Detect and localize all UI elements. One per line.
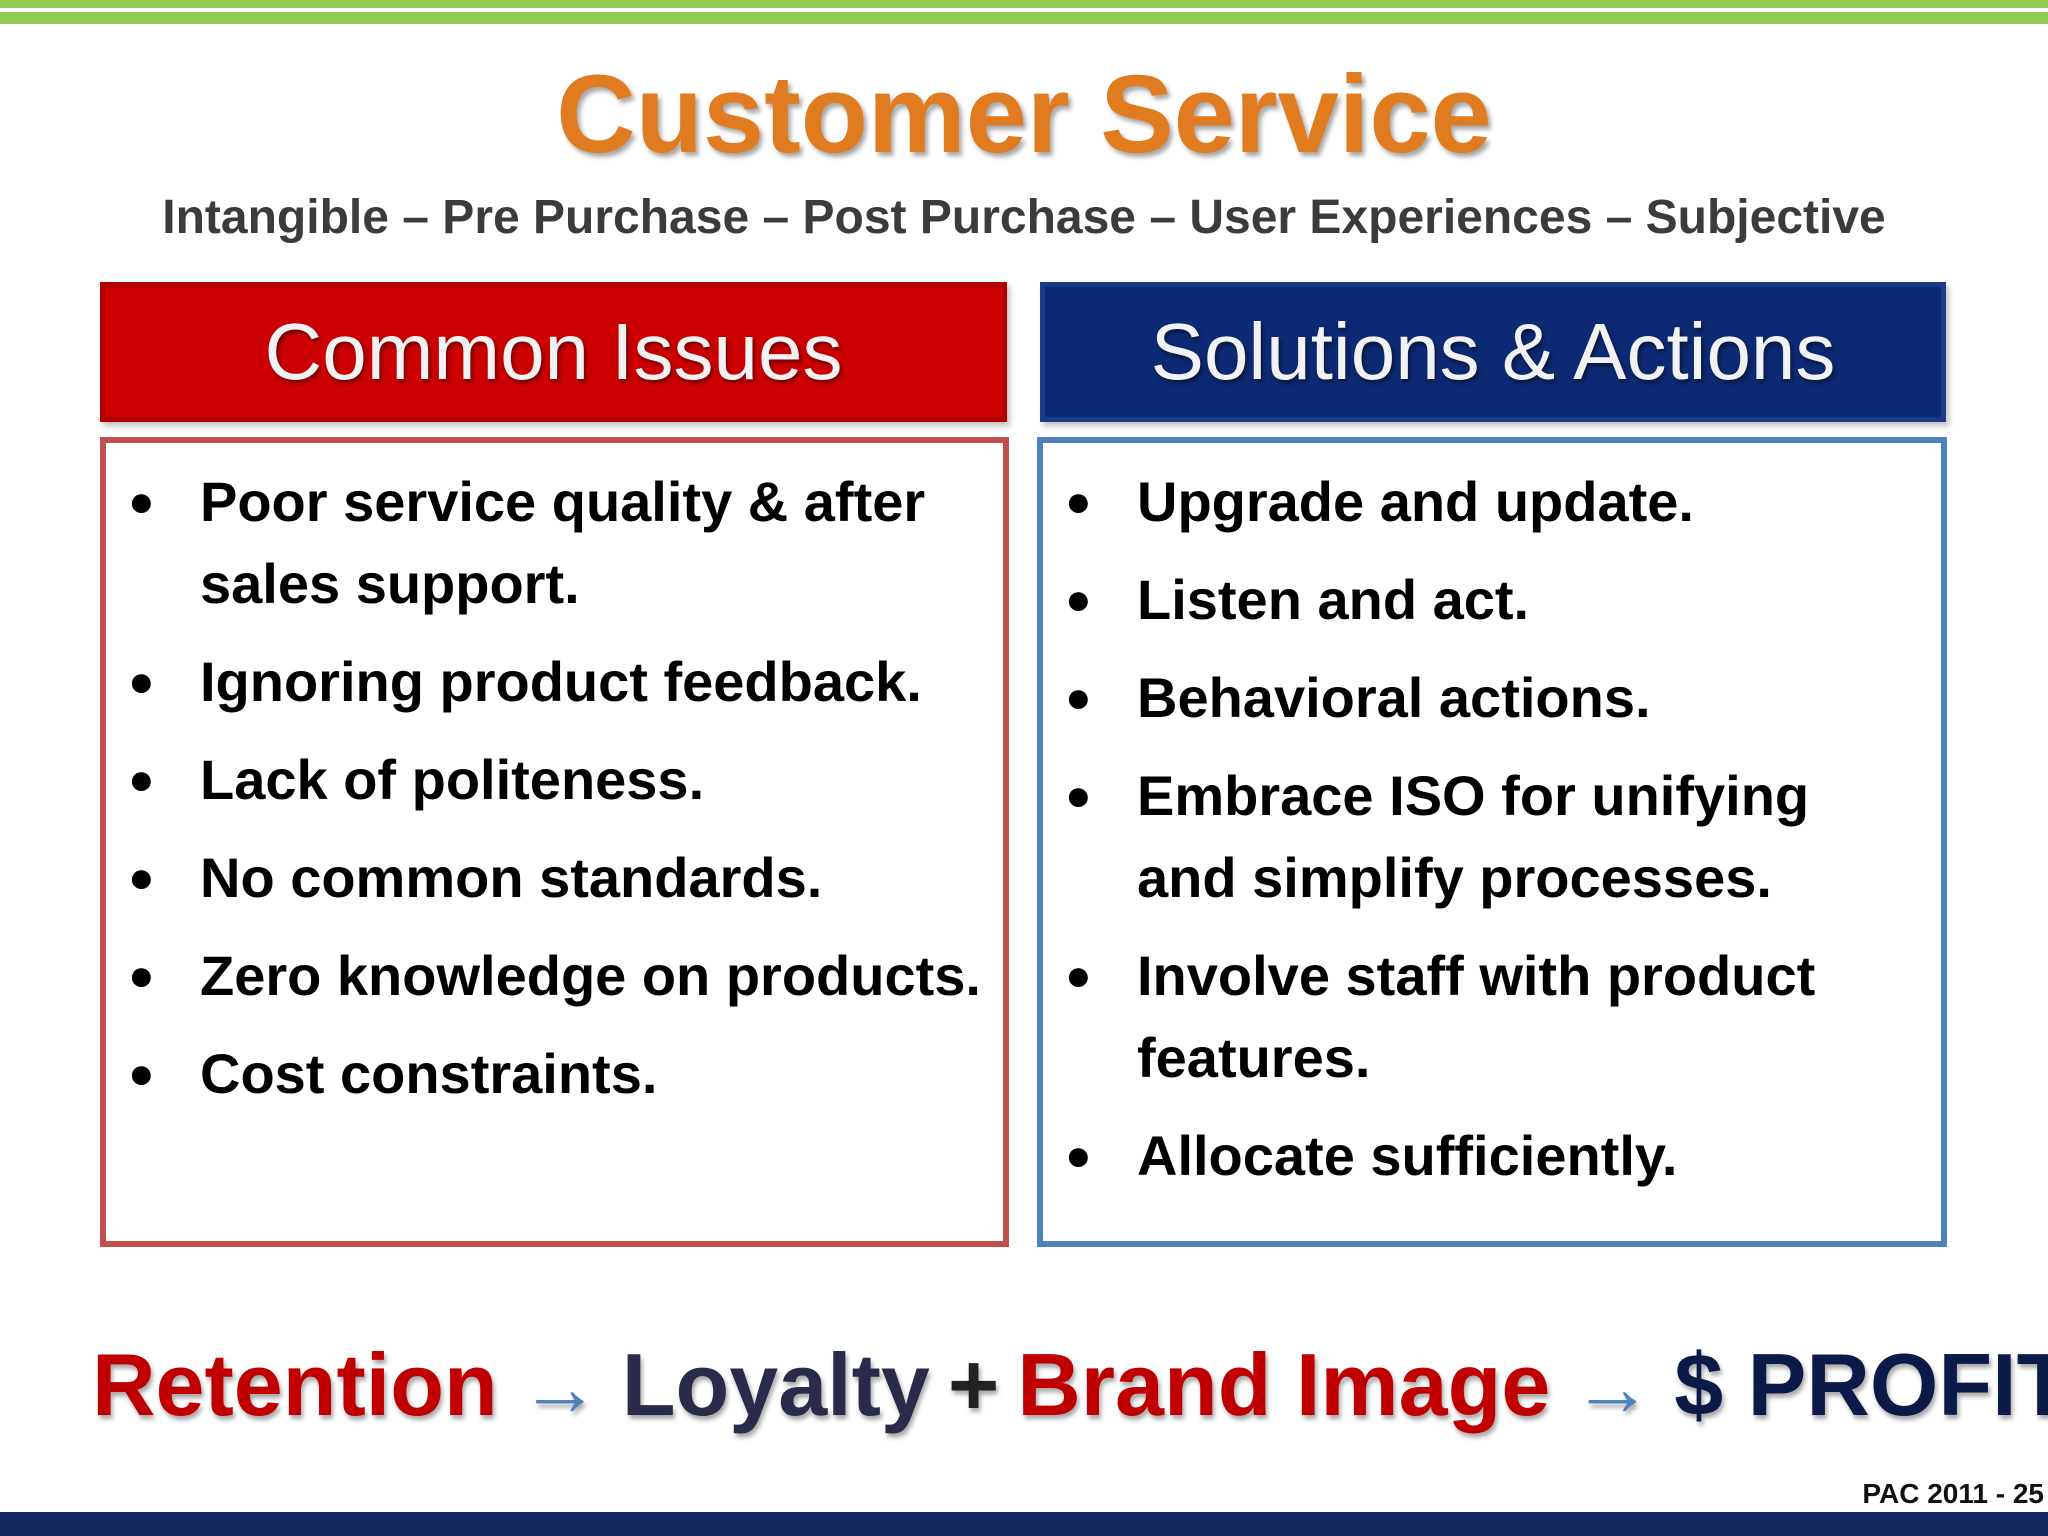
profit-tagline: Retention→Loyalty+Brand Image→$ PROFIT $ — [92, 1330, 2048, 1440]
list-item-text: Allocate sufficiently. — [1137, 1124, 1678, 1187]
list-item-text: Listen and act. — [1137, 568, 1530, 631]
list-item: ● Embrace ISO for unifying and simplify p… — [1043, 755, 1941, 919]
bullet-icon: ● — [128, 477, 155, 526]
list-item: ● Ignoring product feedback. — [106, 641, 1003, 723]
tagline-brand-image: Brand Image — [1017, 1335, 1551, 1434]
top-accent-stripe — [0, 12, 2048, 24]
bullet-icon: ● — [1065, 951, 1092, 1000]
bottom-accent-band — [0, 1512, 2048, 1536]
list-item: ● Listen and act. — [1043, 559, 1941, 641]
tagline-loyalty: Loyalty — [621, 1335, 930, 1434]
bullet-icon: ● — [128, 853, 155, 902]
top-accent-band — [0, 0, 2048, 24]
tagline-retention: Retention — [92, 1335, 498, 1434]
list-item: ● Allocate sufficiently. — [1043, 1115, 1941, 1197]
arrow-right-icon: → — [1572, 1343, 1653, 1432]
list-item-text: No common standards. — [200, 846, 823, 909]
list-item-text: Involve staff with product features. — [1137, 944, 1816, 1089]
list-item-text: Behavioral actions. — [1137, 666, 1651, 729]
list-item: ● Upgrade and update. — [1043, 461, 1941, 543]
list-item-text: Embrace ISO for unifying and simplify pr… — [1137, 764, 1810, 909]
list-item-text: Zero knowledge on products. — [200, 944, 981, 1007]
common-issues-panel: ● Poor service quality & after sales supp… — [100, 437, 1009, 1247]
slide-subtitle: Intangible – Pre Purchase – Post Purchas… — [162, 191, 1886, 244]
top-accent-stripe — [0, 0, 2048, 8]
list-item: ● Behavioral actions. — [1043, 657, 1941, 739]
common-issues-header: Common Issues — [100, 282, 1007, 422]
solutions-actions-panel: ● Upgrade and update. ● Listen and act. ● B… — [1037, 437, 1947, 1247]
solutions-actions-list: ● Upgrade and update. ● Listen and act. ● B… — [1043, 461, 1941, 1213]
list-item: ● Involve staff with product features. — [1043, 935, 1941, 1099]
list-item-text: Upgrade and update. — [1137, 470, 1694, 533]
bullet-icon: ● — [1065, 771, 1092, 820]
list-item: ● Cost constraints. — [106, 1033, 1003, 1115]
bullet-icon: ● — [1065, 477, 1092, 526]
list-item: ● Poor service quality & after sales supp… — [106, 461, 1003, 625]
bullet-icon: ● — [128, 1049, 155, 1098]
slide-title: Customer Service — [556, 53, 1492, 176]
tagline-profit: $ PROFIT $ — [1674, 1335, 2048, 1434]
slide-footer-page-number: PAC 2011 - 25 — [1862, 1478, 2044, 1509]
tagline-plus: + — [947, 1335, 1000, 1434]
bullet-icon: ● — [128, 951, 155, 1000]
common-issues-list: ● Poor service quality & after sales supp… — [106, 461, 1003, 1131]
arrow-right-icon: → — [519, 1343, 600, 1432]
list-item: ● No common standards. — [106, 837, 1003, 919]
list-item-text: Lack of politeness. — [200, 748, 705, 811]
bullet-icon: ● — [1065, 575, 1092, 624]
list-item: ● Lack of politeness. — [106, 739, 1003, 821]
bullet-icon: ● — [128, 755, 155, 804]
list-item-text: Cost constraints. — [200, 1042, 658, 1105]
bullet-icon: ● — [128, 657, 155, 706]
list-item-text: Ignoring product feedback. — [200, 650, 922, 713]
bullet-icon: ● — [1065, 1131, 1092, 1180]
bullet-icon: ● — [1065, 673, 1092, 722]
list-item-text: Poor service quality & after sales suppo… — [200, 470, 926, 615]
list-item: ● Zero knowledge on products. — [106, 935, 1003, 1017]
solutions-actions-header: Solutions & Actions — [1040, 282, 1946, 422]
